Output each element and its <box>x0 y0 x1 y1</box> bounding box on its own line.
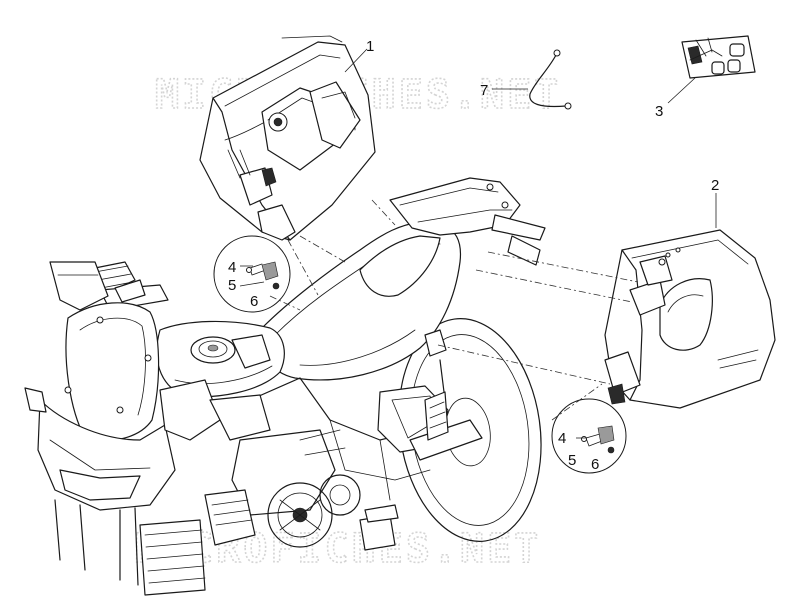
callout-5-left: 5 <box>228 277 236 294</box>
callout-4-right: 4 <box>558 430 566 447</box>
callout-1: 1 <box>366 38 374 55</box>
frame-engine <box>204 359 483 551</box>
seat <box>259 221 462 381</box>
part-3-lock-kit <box>681 35 756 79</box>
assembly-lines <box>269 199 639 421</box>
part-1-left-case <box>199 35 376 241</box>
part-2-right-case <box>604 229 776 409</box>
leader-lines <box>239 48 717 439</box>
callout-labels: 1 2 3 7 4 5 6 4 5 6 <box>228 38 719 473</box>
callout-5-right: 5 <box>568 452 576 469</box>
callout-2: 2 <box>711 177 719 194</box>
tail-rack <box>389 177 546 266</box>
callout-7: 7 <box>480 82 488 99</box>
hardware-group-left <box>213 235 291 313</box>
callout-3: 3 <box>655 103 663 120</box>
windscreen <box>64 302 160 442</box>
front-fork <box>54 499 206 596</box>
callout-6-left: 6 <box>250 293 258 310</box>
hardware-group-right <box>551 398 627 474</box>
right-mount-bracket <box>424 329 447 357</box>
callout-6-right: 6 <box>591 456 599 473</box>
front-fairing <box>24 379 271 511</box>
callout-4-left: 4 <box>228 259 236 276</box>
motorcycle-illustration <box>24 177 546 596</box>
footpeg <box>364 504 399 523</box>
part-7-cable <box>529 49 572 110</box>
left-mount-plate <box>231 334 271 369</box>
